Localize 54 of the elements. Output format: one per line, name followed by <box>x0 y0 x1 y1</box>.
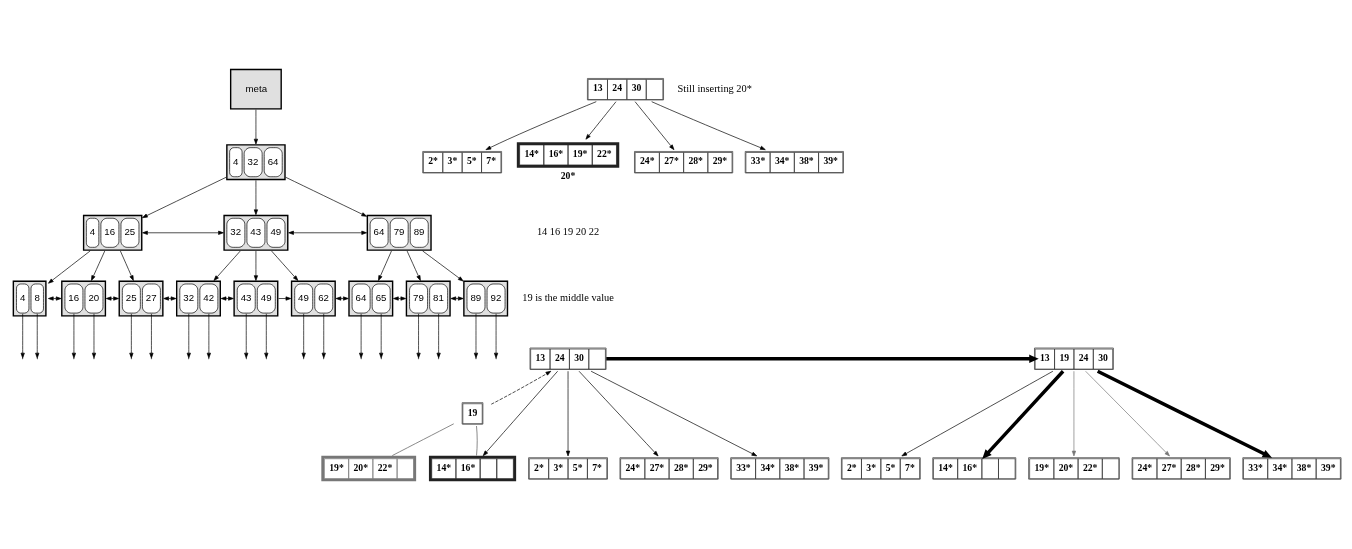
arrow <box>253 250 258 281</box>
arrow <box>48 250 91 284</box>
arrow <box>482 370 558 456</box>
arrow <box>490 370 552 405</box>
arrow <box>1085 370 1170 456</box>
arrow <box>321 312 326 358</box>
arrow <box>651 100 766 150</box>
arrow <box>91 250 106 281</box>
label: Still inserting 20* <box>677 82 752 94</box>
arrow <box>982 369 1065 459</box>
arrow <box>473 312 479 358</box>
arrow <box>71 312 76 358</box>
arrow <box>359 312 364 358</box>
arrow <box>590 370 758 456</box>
arrow <box>48 296 62 301</box>
arrow <box>244 312 249 358</box>
arrow <box>129 312 134 358</box>
label: 14 16 19 20 22 <box>536 225 600 237</box>
arrow <box>142 176 227 218</box>
arrow <box>1071 370 1076 456</box>
arrow <box>120 250 134 281</box>
arrow <box>142 230 224 235</box>
connector <box>391 422 455 456</box>
arrow <box>206 312 211 358</box>
arrow <box>1096 369 1273 458</box>
arrow <box>406 250 421 281</box>
arrow <box>585 100 617 140</box>
arrow <box>288 230 367 235</box>
arrow <box>901 370 1054 456</box>
arrow <box>578 370 659 456</box>
arrow <box>285 176 367 217</box>
arrow <box>213 250 241 281</box>
arrow <box>422 250 464 281</box>
arrow <box>253 108 258 144</box>
arrow <box>634 100 675 150</box>
arrow <box>485 100 597 150</box>
arrow <box>379 312 384 358</box>
node-label: 20* <box>560 169 576 181</box>
arrow <box>278 296 292 301</box>
arrow <box>378 250 392 281</box>
arrow <box>35 312 40 358</box>
arrow <box>301 312 306 358</box>
arrow <box>20 312 25 358</box>
arrow <box>271 250 299 281</box>
arrow <box>566 370 571 456</box>
arrow <box>450 296 464 301</box>
arrow <box>264 312 269 358</box>
connector <box>476 425 478 456</box>
arrow <box>494 312 499 358</box>
arrow <box>91 312 97 358</box>
arrow <box>186 312 191 358</box>
label: 19 is the middle value <box>522 291 614 303</box>
arrow <box>253 179 258 215</box>
arrow <box>606 354 1039 363</box>
